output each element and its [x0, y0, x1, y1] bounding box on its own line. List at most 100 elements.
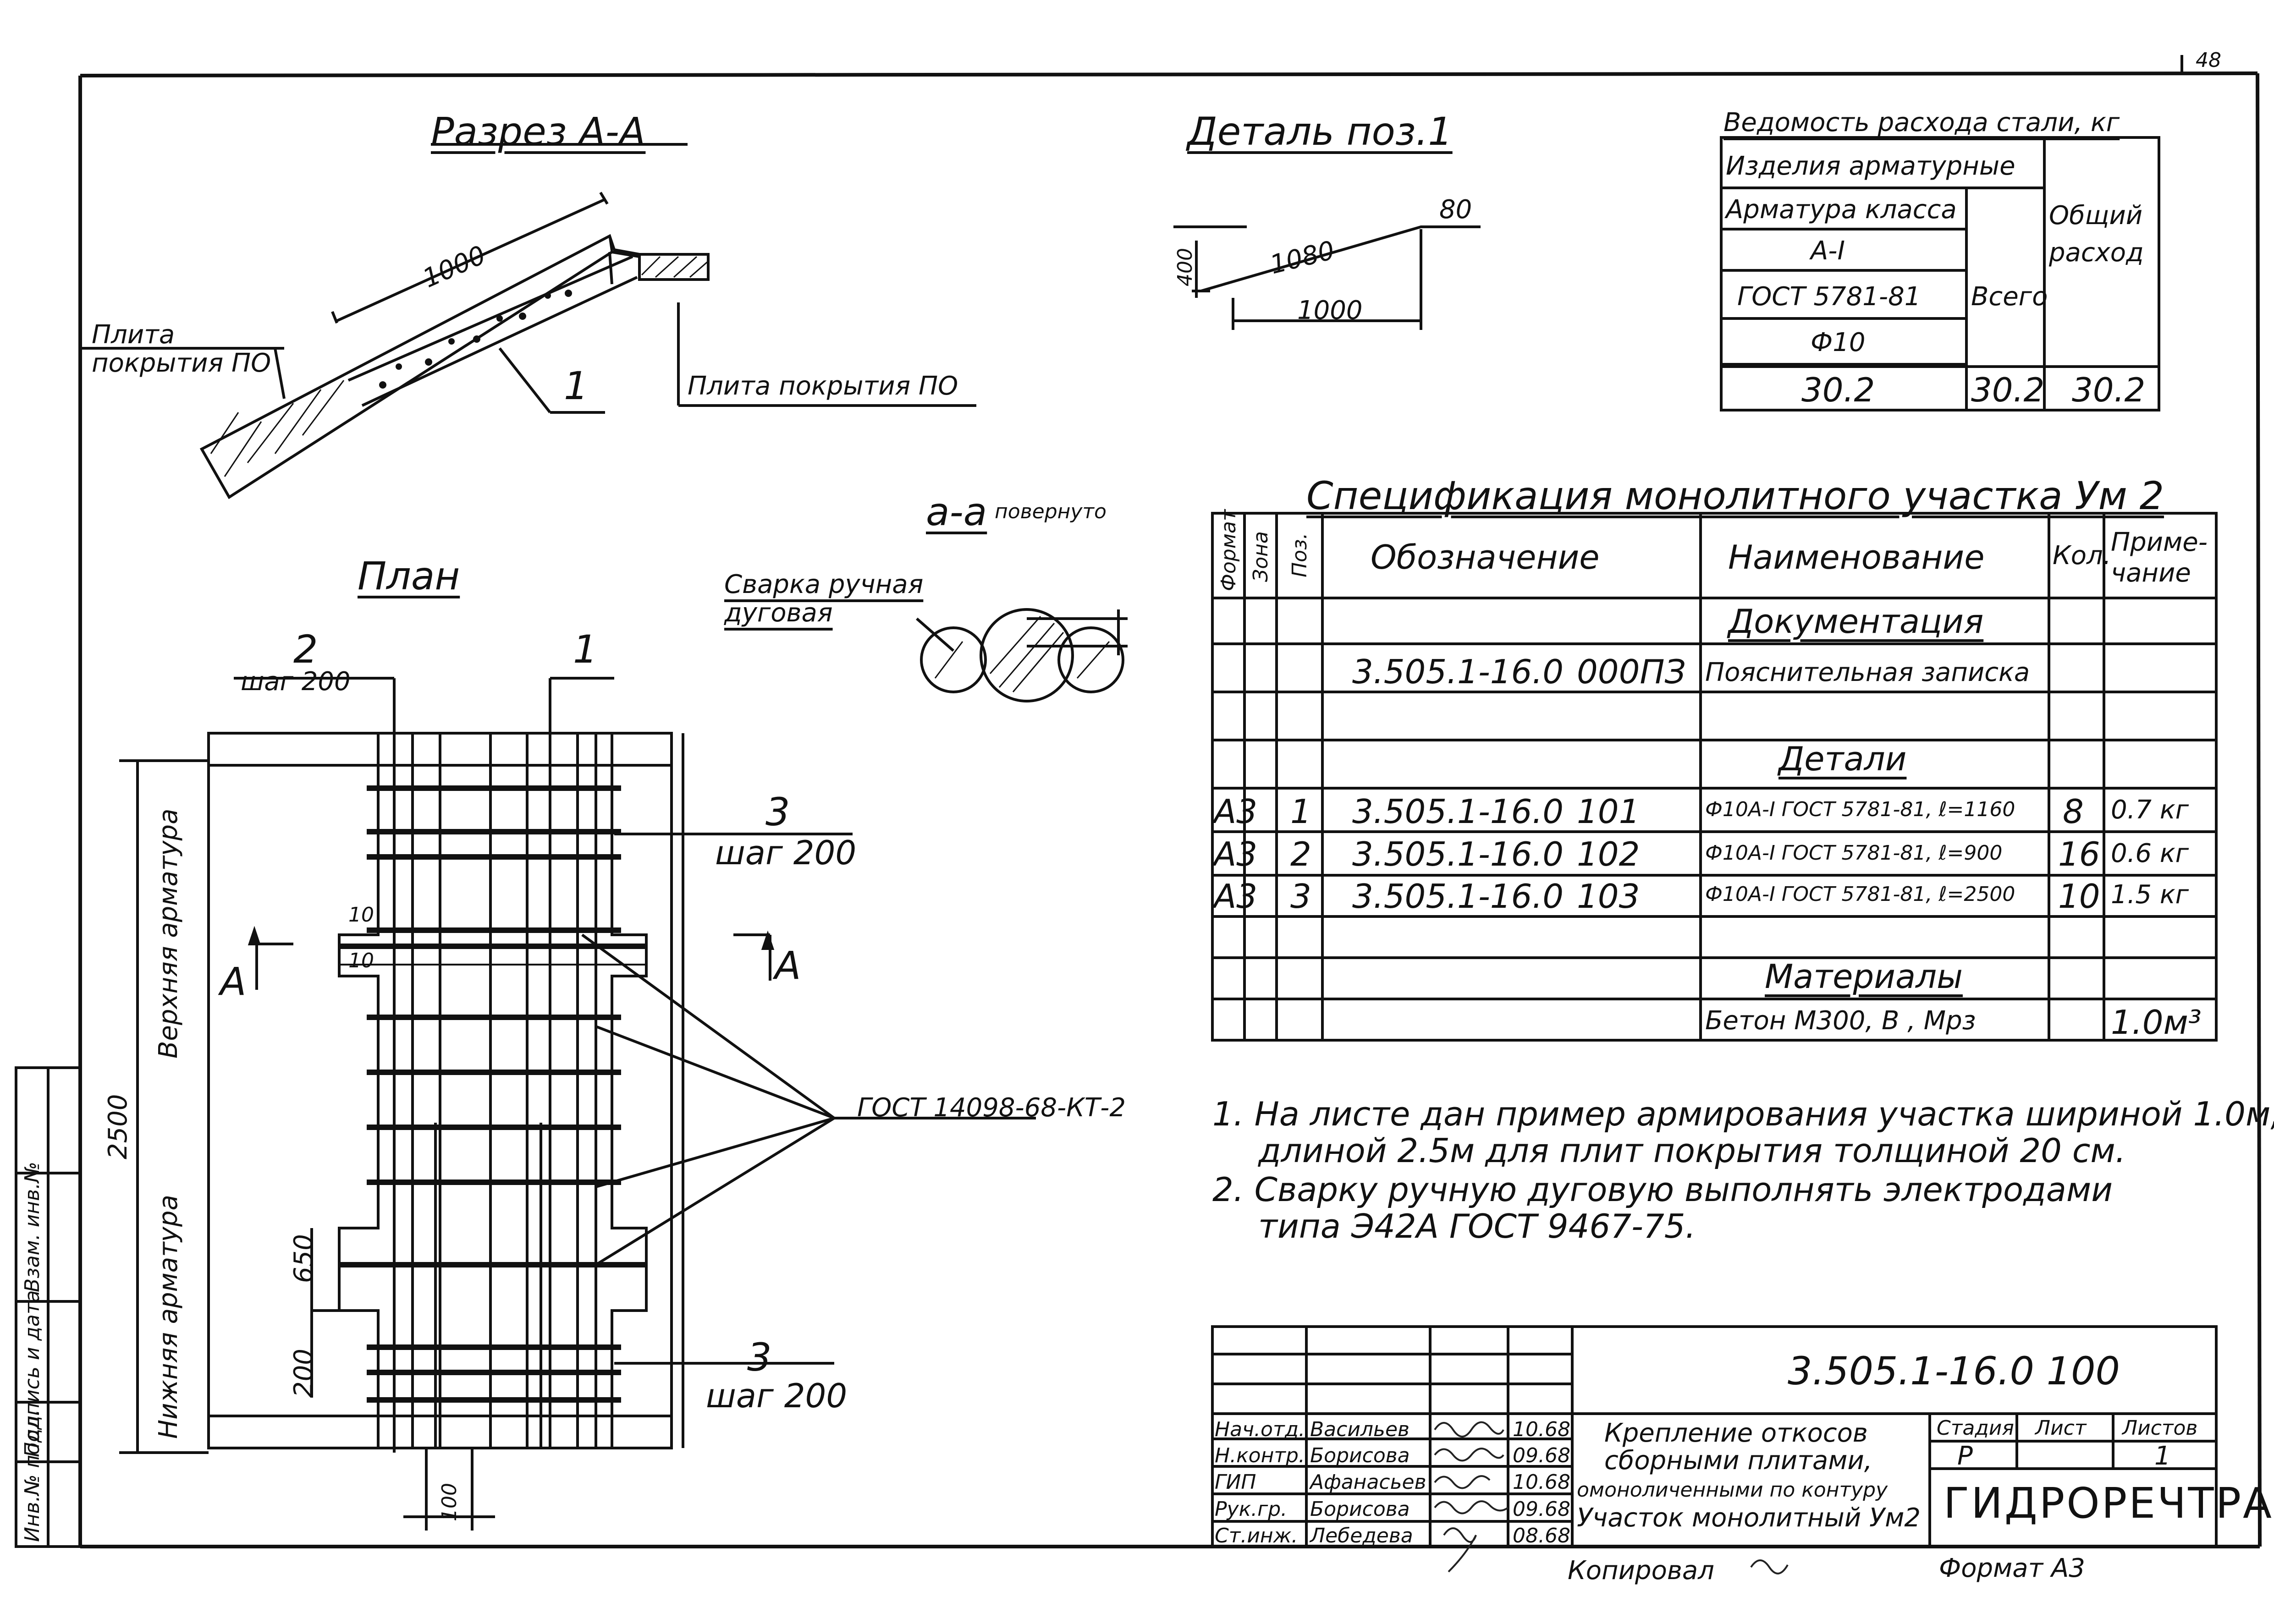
person-1-name: Васильев [1310, 1418, 1410, 1441]
person-2-date: 09.68 [1513, 1444, 1570, 1467]
person-4-role: Рук.гр. [1215, 1498, 1288, 1521]
section-aa-rot-suffix: повернуто [995, 500, 1107, 523]
spec-material-name: Бетон М300, В , Мрз [1705, 1006, 1976, 1036]
plan-lower-reinf: Нижняя арматура [154, 1195, 183, 1439]
note-2-line1: 2. Сварку ручную дуговую выполнять элект… [1212, 1170, 2113, 1209]
plan-step-3a: шаг 200 [715, 834, 857, 872]
spec-material-note: 1.0м³ [2111, 1003, 2202, 1042]
person-4-date: 09.68 [1513, 1498, 1570, 1521]
spec-row3-note: 1.5 кг [2111, 880, 2189, 910]
plan-dim-2500: 2500 [103, 1094, 133, 1159]
section-aa-label-left: Плита покрытия ПО [92, 320, 271, 378]
detail-dim-400: 400 [1173, 248, 1197, 286]
note-1-line2: длиной 2.5м для плит покрытия толщиной 2… [1258, 1131, 2126, 1170]
title-line-1: Крепление откосов [1604, 1418, 1868, 1448]
spec-row1-designation: 3.505.1-16.0 [1352, 792, 1564, 831]
person-1-role: Нач.отд. [1215, 1418, 1305, 1441]
plan-dim-10a: 10 [348, 903, 374, 927]
person-1-date: 10.68 [1513, 1418, 1570, 1441]
spec-doc-designation: 3.505.1-16.0 [1352, 653, 1564, 691]
section-aa-label-right: Плита покрытия ПО [688, 371, 958, 401]
bottom-copied: Копировал [1568, 1556, 1714, 1586]
section-aa-title: Разрез А-А [431, 109, 646, 154]
side-stamp-sign-date: Подпись и дата [21, 1290, 44, 1457]
spec-h-zone: Зона [1249, 531, 1272, 582]
title-sheets: 1 [2154, 1441, 2171, 1471]
person-2-role: Н.контр. [1215, 1444, 1305, 1467]
person-5-name: Лебедева [1310, 1524, 1413, 1547]
spec-row3-format: А3 [1214, 877, 1258, 916]
side-stamp-replace-inv: Взам. инв.№ [21, 1162, 44, 1292]
plan-cut-a-right: А [775, 943, 801, 988]
person-3-name: Афанасьев [1310, 1470, 1426, 1494]
plan-label-3b: 3 [747, 1335, 772, 1380]
spec-h-pos: Поз. [1288, 532, 1311, 577]
steel-table-class: Арматура класса [1726, 195, 1957, 225]
steel-table-items: Изделия арматурные [1726, 151, 2015, 181]
spec-section-docs: Документация [1728, 602, 1984, 641]
title-line-2: сборными плитами, [1604, 1446, 1872, 1476]
person-2-name: Борисова [1310, 1444, 1410, 1467]
spec-row1-format: А3 [1214, 792, 1258, 831]
spec-row1-qty: 8 [2063, 792, 2084, 831]
spec-row2-name: Ф10А-I ГОСТ 5781-81, ℓ=900 [1705, 841, 2003, 865]
person-5-role: Ст.инж. [1215, 1524, 1298, 1547]
title-org: ГИДРОРЕЧТРАНС [1944, 1479, 2274, 1528]
spec-section-parts: Детали [1778, 740, 1907, 778]
plan-title: План [358, 554, 460, 598]
plan-label-2: 2 [293, 627, 318, 672]
detail-title: Деталь поз.1 [1187, 109, 1453, 154]
spec-h-format: Формат [1217, 509, 1240, 591]
plan-step-3b: шаг 200 [706, 1377, 848, 1415]
steel-table-gost: ГОСТ 5781-81 [1737, 282, 1921, 312]
steel-table-val-1: 30.2 [1801, 371, 1875, 409]
note-2-line2: типа Э42А ГОСТ 9467-75. [1258, 1207, 1696, 1245]
person-3-date: 10.68 [1513, 1470, 1570, 1494]
steel-table-val-3: 30.2 [2072, 371, 2146, 409]
spec-section-materials: Материалы [1765, 957, 1963, 996]
spec-row1-name: Ф10А-I ГОСТ 5781-81, ℓ=1160 [1705, 798, 2015, 821]
plan-dim-100: 100 [438, 1483, 461, 1521]
steel-table-col-all: Всего [1971, 282, 2048, 312]
detail-dim-1000: 1000 [1297, 296, 1363, 325]
weld-label: Сварка ручная дуговая [724, 570, 924, 628]
title-line-3: омоноличенными по контуру [1577, 1478, 1888, 1502]
plan-dim-650: 650 [289, 1234, 319, 1283]
spec-row3-qty: 10 [2058, 877, 2100, 916]
spec-h-name: Наименование [1728, 538, 1985, 576]
plan-step-2: шаг 200 [241, 667, 351, 697]
detail-dim-80: 80 [1439, 195, 1472, 225]
spec-row1-note: 0.7 кг [2111, 795, 2189, 825]
note-1-line1: 1. На листе дан пример армирования участ… [1212, 1095, 2274, 1133]
spec-h-qty: Кол. [2053, 541, 2111, 571]
spec-row3-code: 103 [1577, 877, 1640, 916]
spec-doc-code: 000ПЗ [1577, 653, 1686, 691]
plan-dim-200: 200 [289, 1349, 319, 1398]
spec-row1-code: 101 [1577, 792, 1640, 831]
title-sheets-h: Листов [2122, 1416, 2198, 1440]
spec-h-designation: Обозначение [1371, 538, 1600, 576]
plan-dim-10b: 10 [348, 949, 374, 972]
page-mark: 48 [2196, 49, 2221, 72]
steel-table-phi: Ф10 [1811, 328, 1866, 357]
plan-cut-a-left: А [220, 959, 247, 1004]
title-doc-number: 3.505.1-16.0 100 [1788, 1349, 2120, 1394]
spec-h-note: Приме-чание [2111, 527, 2208, 588]
person-5-date: 08.68 [1513, 1524, 1570, 1547]
spec-title: Спецификация монолитного участка Ум 2 [1306, 473, 2164, 518]
spec-row2-code: 102 [1577, 835, 1640, 873]
title-sheet-h: Лист [2035, 1416, 2087, 1440]
bottom-format: Формат А3 [1939, 1553, 2085, 1583]
section-aa-rot-title: а-а [926, 489, 987, 534]
spec-row2-note: 0.6 кг [2111, 839, 2189, 868]
steel-table-title: Ведомость расхода стали, кг [1723, 108, 2120, 137]
spec-row3-name: Ф10А-I ГОСТ 5781-81, ℓ=2500 [1705, 883, 2015, 906]
section-aa-pos: 1 [564, 363, 589, 408]
spec-row2-qty: 16 [2058, 835, 2100, 873]
steel-table-col-total: Общий расход [2049, 201, 2144, 268]
spec-doc-name: Пояснительная записка [1705, 658, 2030, 687]
person-4-name: Борисова [1310, 1498, 1410, 1521]
title-stage: Р [1957, 1441, 1973, 1471]
